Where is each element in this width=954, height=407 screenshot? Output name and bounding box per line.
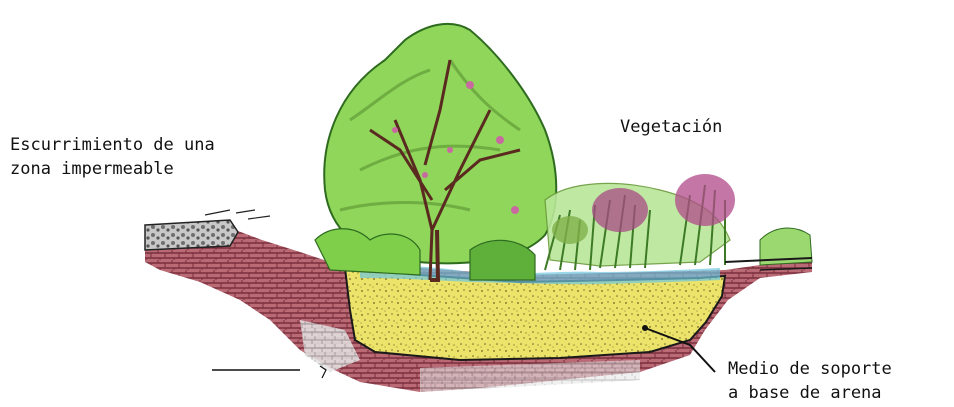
runoff-label-line-2: zona impermeable <box>10 159 174 179</box>
runoff-label: Escurrimiento de una zona impermeable <box>10 133 215 181</box>
media-label-line-2: a base de arena <box>728 383 882 403</box>
media-label-line-1: Medio de soporte <box>728 359 892 379</box>
media-label: Medio de soporte a base de arena <box>728 357 892 405</box>
media-leader-dot <box>642 325 648 331</box>
runoff-label-line-1: Escurrimiento de una <box>10 135 215 155</box>
vegetation-label: Vegetación <box>620 115 722 139</box>
